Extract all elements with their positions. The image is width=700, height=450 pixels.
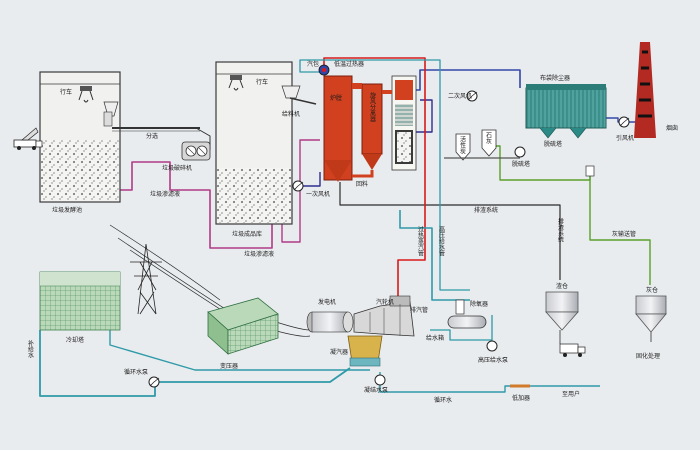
boiler: 炉膛 旋风分离器 回料 汽包 低温过热器 bbox=[307, 60, 417, 188]
circulating-pump-icon bbox=[148, 376, 160, 388]
absorber-pump-icon bbox=[514, 146, 526, 158]
finished-pit-label: 垃圾成品库 bbox=[232, 230, 262, 238]
crane-right-label: 行车 bbox=[256, 78, 268, 86]
deaerator-label: 除氧器 bbox=[470, 300, 488, 308]
screen-conveyor: 分选 bbox=[103, 101, 211, 150]
cooling-tower: 冷却塔 bbox=[39, 271, 121, 344]
feedwater-pipe bbox=[399, 210, 470, 301]
id-fan-label: 引风机 bbox=[616, 134, 634, 142]
hp-pump-icon bbox=[486, 340, 498, 352]
cooling-return bbox=[39, 330, 351, 397]
absorber-label: 脱硫塔 bbox=[512, 160, 530, 168]
transformer: 变压器 bbox=[207, 297, 279, 370]
crane-right-icon bbox=[228, 75, 244, 91]
absorber-2-label: 脱硫塔 bbox=[544, 140, 562, 148]
slag-system-label: 排渣系统 bbox=[474, 206, 498, 214]
fly-ash-silo-label: 灰仓 bbox=[646, 286, 658, 294]
turbine: 汽轮机 排汽管 bbox=[353, 295, 428, 337]
chimney: 烟囱 bbox=[634, 42, 678, 138]
boiler-water bbox=[299, 59, 470, 291]
recirculation-label: 回料 bbox=[356, 180, 368, 188]
solidify-label: 固化处理 bbox=[636, 352, 660, 360]
fermentation-pit: 行车 垃圾发酵池 bbox=[39, 71, 121, 214]
generator: 发电机 bbox=[306, 298, 354, 333]
primary-fan-icon bbox=[292, 180, 304, 192]
waste-truck-icon bbox=[13, 127, 43, 150]
slag-conveyor-label: 排渣系统 bbox=[557, 217, 564, 243]
ash-pipe bbox=[494, 145, 591, 181]
screen-label: 分选 bbox=[146, 132, 158, 140]
deaerator: 除氧器 给水箱 bbox=[426, 299, 488, 342]
cooling-water-label: 循环水 bbox=[434, 396, 452, 404]
sorted-conveyor-label: 垃圾渗滤液 bbox=[150, 190, 180, 198]
fermentation-pit-label: 垃圾发酵池 bbox=[52, 206, 82, 214]
exhaust-label: 排汽管 bbox=[410, 306, 428, 314]
makeup-line-label: 至用户 bbox=[562, 390, 580, 398]
condensate-pump-label: 凝结水泵 bbox=[364, 386, 388, 394]
ash-hopper bbox=[585, 165, 595, 177]
superheater-label: 低温过热器 bbox=[334, 60, 364, 68]
primary-air-duct bbox=[296, 172, 321, 187]
circ-pump-label: 循环水泵 bbox=[124, 368, 148, 376]
feed-tank-label: 给水箱 bbox=[426, 334, 444, 342]
secondary-fan-icon bbox=[466, 90, 478, 102]
condenser: 凝汽器 bbox=[330, 335, 383, 367]
bag-filter-label: 布袋除尘器 bbox=[540, 74, 570, 82]
ash-truck-icon bbox=[559, 343, 586, 357]
activated-carbon-silo: 活性炭 bbox=[455, 133, 471, 161]
feeder-label: 给料机 bbox=[282, 110, 300, 118]
chimney-label: 烟囱 bbox=[666, 124, 678, 132]
feeder: 给料机 bbox=[281, 85, 317, 118]
condensate-pipe bbox=[379, 372, 600, 393]
steam-drum-label: 汽包 bbox=[307, 60, 319, 68]
condensate-pump-icon bbox=[374, 374, 386, 386]
heater-label: 低加器 bbox=[512, 394, 530, 402]
crusher-icon: 垃圾破碎机 bbox=[162, 141, 211, 172]
slag-silo: 渣仓 bbox=[545, 282, 579, 344]
primary-fan-label: 一次风机 bbox=[306, 190, 330, 198]
secondary-fan-label: 二次风机 bbox=[448, 92, 472, 100]
condenser-label: 凝汽器 bbox=[330, 348, 348, 356]
lime-label: 石灰 bbox=[485, 132, 492, 145]
makeup-label: 补给水 bbox=[27, 339, 34, 358]
hp-pump-label: 高压给水泵 bbox=[478, 356, 508, 364]
slag-silo-label: 渣仓 bbox=[556, 282, 568, 290]
bag-filter: 布袋除尘器 脱硫塔 bbox=[525, 74, 607, 148]
pipelines bbox=[39, 57, 651, 397]
crane-left-label: 行车 bbox=[60, 88, 72, 96]
leachate-label: 垃圾渗滤液 bbox=[244, 250, 274, 258]
flue-gas-duct bbox=[405, 69, 521, 91]
activated-carbon-label: 活性炭 bbox=[459, 135, 466, 155]
crane-left-icon bbox=[78, 86, 94, 103]
feedwater-label: 高压给水管 bbox=[438, 225, 445, 257]
finished-waste-pit: 行车 垃圾成品库 垃圾渗滤液 bbox=[215, 61, 293, 258]
cooling-tower-label: 冷却塔 bbox=[66, 336, 84, 344]
fly-ash-silo: 灰仓 固化处理 bbox=[635, 286, 667, 360]
cooling-supply bbox=[109, 330, 370, 371]
fly-ash-pipe bbox=[589, 174, 651, 285]
crusher-label: 垃圾破碎机 bbox=[162, 164, 192, 172]
steam-drum-icon bbox=[318, 64, 330, 76]
main-steam-pipe bbox=[323, 57, 426, 300]
fly-ash-pipe-label: 灰输送管 bbox=[612, 230, 636, 238]
id-fan-icon bbox=[618, 116, 630, 128]
deaerator-loop bbox=[430, 315, 493, 341]
separator-label: 旋风分离器 bbox=[369, 91, 376, 123]
lime-silo: 石灰 bbox=[481, 129, 497, 157]
main-steam-label: 过热蒸汽管 bbox=[417, 225, 424, 257]
turbine-label: 汽轮机 bbox=[376, 298, 394, 306]
generator-label: 发电机 bbox=[318, 298, 336, 306]
furnace-label: 炉膛 bbox=[330, 94, 342, 102]
flue-drop bbox=[339, 182, 561, 280]
transmission-tower-icon bbox=[130, 243, 162, 315]
transformer-label: 变压器 bbox=[220, 362, 238, 370]
